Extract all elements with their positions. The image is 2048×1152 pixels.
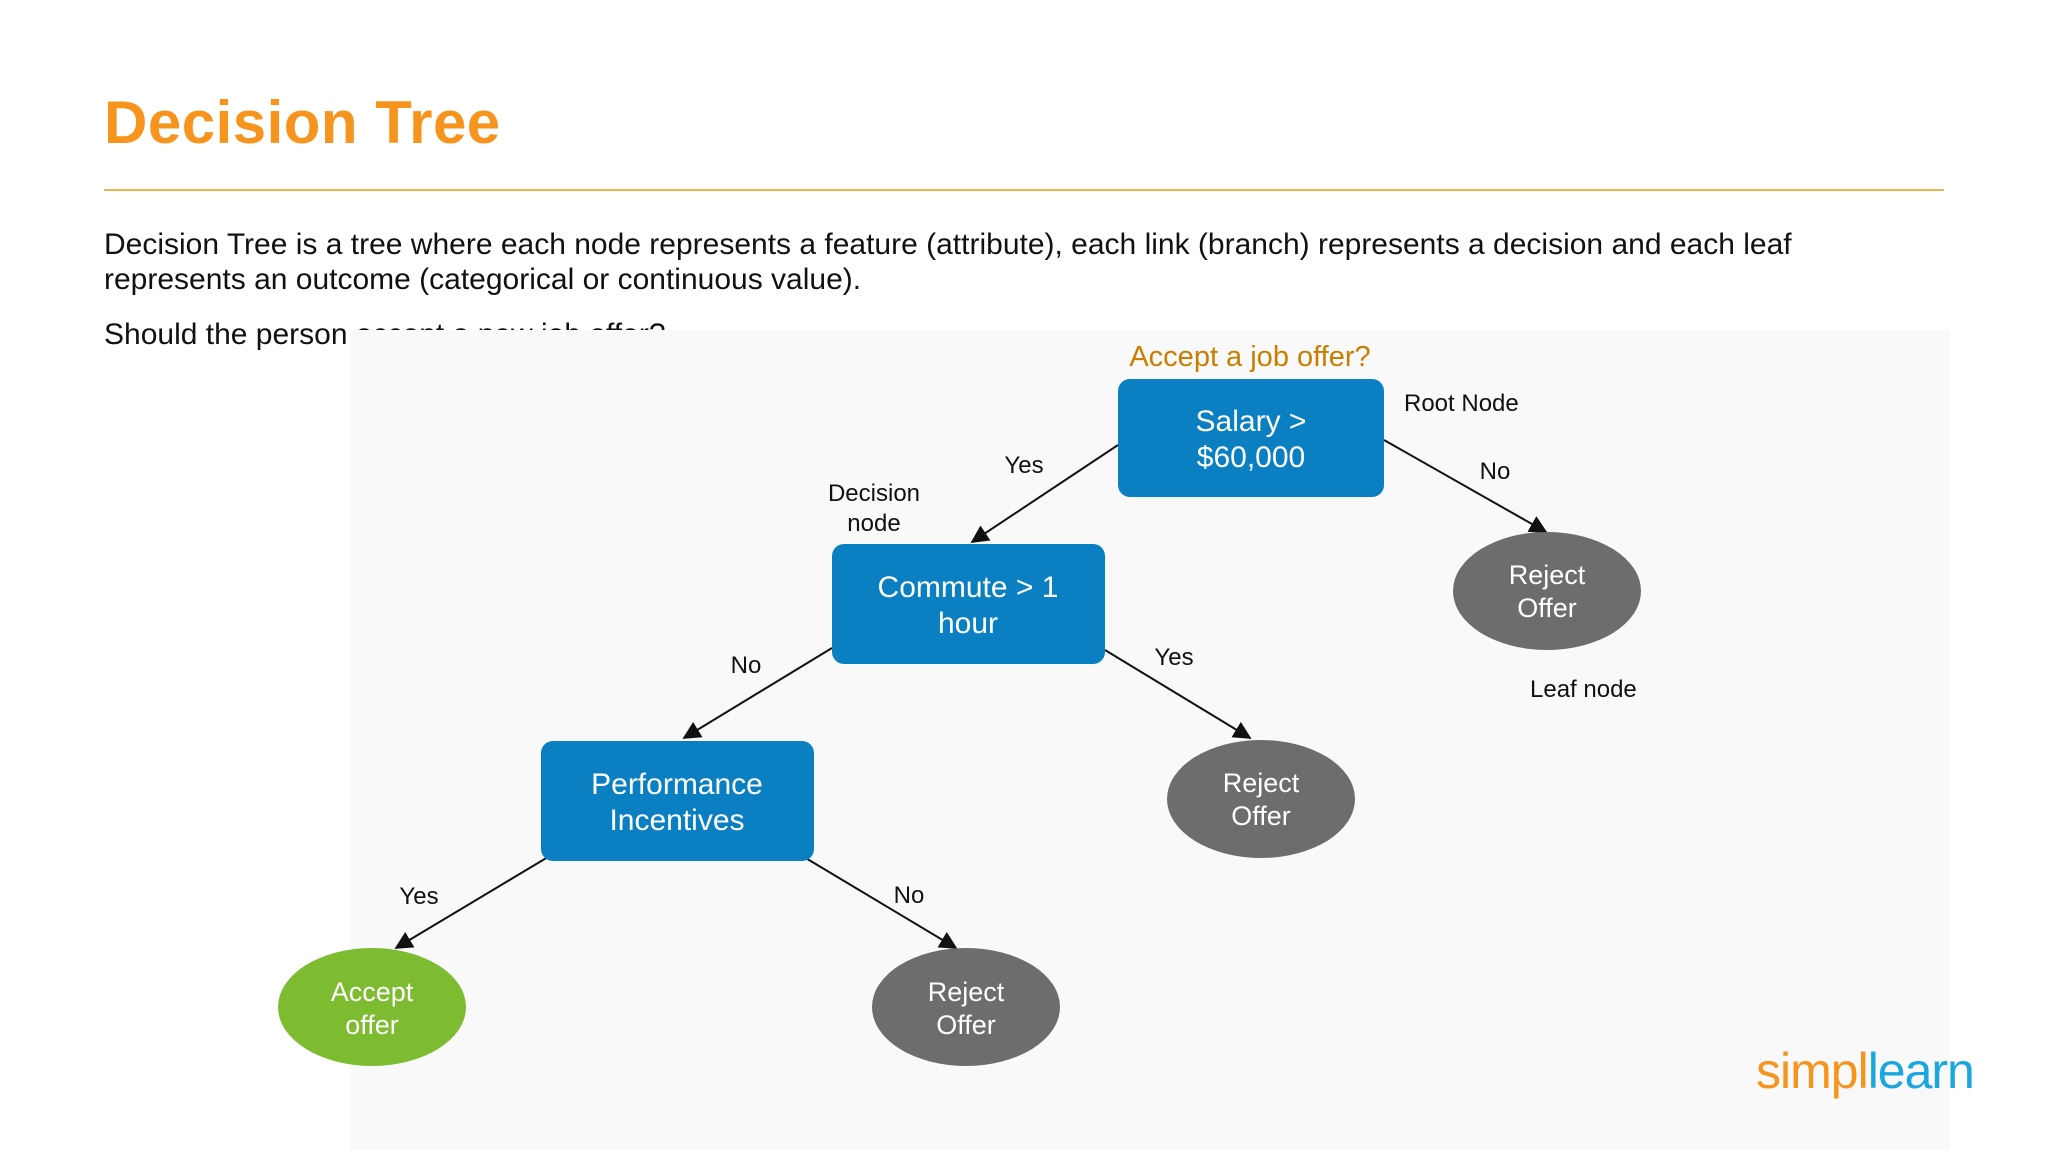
root-node-annotation: Root Node bbox=[1404, 390, 1519, 417]
decision-node-performance-line-1: Performance bbox=[591, 768, 763, 801]
edge-performance-yes bbox=[394, 856, 549, 949]
leaf-node-accept-line-1: Accept bbox=[331, 977, 414, 1007]
decision-node-commute-line-1: Commute > 1 bbox=[878, 571, 1059, 604]
leaf-node-accept: Accept offer bbox=[278, 948, 466, 1066]
edge-performance-no bbox=[803, 856, 958, 949]
leaf-node-reject-top-line-1: Reject bbox=[1509, 560, 1586, 590]
description-line-1: Decision Tree is a tree where each node … bbox=[104, 228, 1792, 261]
edge-label-commute-yes: Yes bbox=[1154, 644, 1193, 671]
slide-description: Decision Tree is a tree where each node … bbox=[104, 227, 1944, 297]
decision-node-performance: Performance Incentives bbox=[541, 741, 814, 861]
logo-part-simpli: simpl bbox=[1756, 1043, 1869, 1099]
decision-node-salary-line-2: $60,000 bbox=[1197, 441, 1305, 474]
edge-label-salary-yes: Yes bbox=[1004, 452, 1043, 479]
title-divider bbox=[104, 189, 1944, 191]
decision-node-commute: Commute > 1 hour bbox=[832, 544, 1105, 664]
edge-label-commute-no: No bbox=[731, 652, 762, 679]
logo-part-learn: learn bbox=[1867, 1043, 1975, 1099]
leaf-node-reject-top: Reject Offer bbox=[1453, 532, 1641, 650]
decision-node-performance-line-2: Incentives bbox=[609, 804, 744, 837]
edge-salary-yes bbox=[970, 444, 1119, 543]
decision-node-annotation-line-1: Decision bbox=[828, 480, 920, 507]
decision-node-commute-line-2: hour bbox=[938, 607, 998, 640]
edge-salary-no bbox=[1383, 439, 1548, 533]
edge-label-salary-no: No bbox=[1480, 458, 1511, 485]
leaf-node-reject-bottom-line-1: Reject bbox=[928, 977, 1005, 1007]
slide-title: Decision Tree bbox=[104, 89, 501, 156]
edge-commute-no bbox=[682, 647, 833, 739]
leaf-node-reject-middle-line-1: Reject bbox=[1223, 768, 1300, 798]
decision-node-salary: Salary > $60,000 bbox=[1118, 379, 1384, 497]
leaf-node-annotation: Leaf node bbox=[1530, 676, 1637, 703]
edge-commute-yes bbox=[1104, 649, 1252, 739]
leaf-node-reject-top-line-2: Offer bbox=[1517, 593, 1577, 623]
leaf-node-accept-line-2: offer bbox=[345, 1010, 399, 1040]
leaf-node-reject-bottom-line-2: Offer bbox=[936, 1010, 996, 1040]
decision-node-annotation-line-2: node bbox=[847, 510, 900, 537]
edge-label-performance-no: No bbox=[894, 882, 925, 909]
simplilearn-logo: simpllearn bbox=[1756, 1042, 1975, 1100]
description-line-2: represents an outcome (categorical or co… bbox=[104, 263, 862, 296]
leaf-node-reject-bottom: Reject Offer bbox=[872, 948, 1060, 1066]
leaf-node-reject-middle: Reject Offer bbox=[1167, 740, 1355, 858]
diagram-heading: Accept a job offer? bbox=[1129, 341, 1370, 373]
decision-node-salary-line-1: Salary > bbox=[1196, 405, 1307, 438]
leaf-node-reject-middle-line-2: Offer bbox=[1231, 801, 1291, 831]
edge-label-performance-yes: Yes bbox=[399, 883, 438, 910]
